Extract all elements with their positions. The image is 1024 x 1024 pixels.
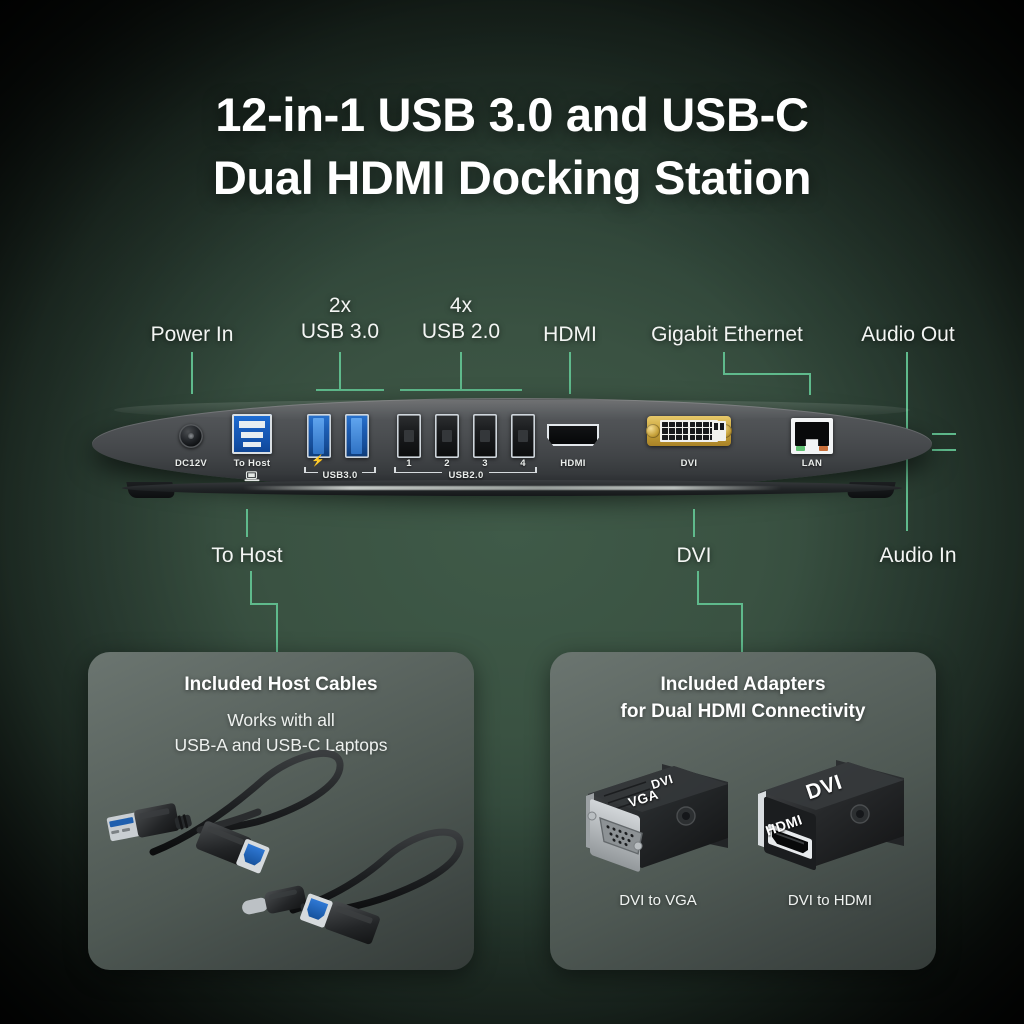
- page-title-line-1: 12-in-1 USB 3.0 and USB-C: [215, 88, 809, 141]
- port-label-usb20: USB2.0: [448, 470, 484, 481]
- leader-line-usb30-bracket: [316, 389, 384, 391]
- leader-line-to-host-jog: [250, 603, 278, 605]
- leader-line-to-host-upper: [246, 509, 248, 537]
- leader-line-hdmi: [569, 352, 571, 394]
- lan-led-green: [796, 446, 805, 451]
- callout-label-audio-out: Audio Out: [861, 322, 954, 348]
- usb-2-port-2: [435, 414, 459, 458]
- callout-audio-out-text: Audio Out: [861, 323, 955, 346]
- leader-line-to-host-drop-2: [276, 603, 278, 655]
- leader-line-lan-drop: [809, 373, 811, 395]
- laptop-icon: [244, 469, 260, 487]
- callout-label-dvi: DVI: [676, 543, 711, 569]
- port-label-to-host: To Host: [233, 458, 271, 469]
- usb-2-port-3: [473, 414, 497, 458]
- callout-label-usb30: 2x USB 3.0: [301, 293, 379, 344]
- leader-line-usb20-bracket: [400, 389, 522, 391]
- callout-label-gigabit-ethernet: Gigabit Ethernet: [651, 322, 803, 348]
- docking-station-device: DC12V To Host ⚡ USB3.0 1 2: [92, 398, 932, 504]
- usb-3-port-2: [345, 414, 369, 458]
- usb2-number-2: 2: [444, 458, 450, 469]
- host-cables-image: [88, 652, 474, 970]
- hdmi-port: [547, 424, 599, 446]
- dvi-screw-left: [646, 424, 660, 438]
- leader-line-audio-in-stub: [932, 449, 956, 451]
- leader-line-lan-stem: [723, 352, 725, 374]
- lan-ethernet-port: [791, 418, 833, 454]
- callout-power-in-text: Power In: [150, 323, 234, 346]
- card-included-host-cables: Included Host Cables Works with all USB-…: [88, 652, 474, 970]
- leader-line-dvi-drop-1: [697, 571, 699, 604]
- callout-label-usb20: 4x USB 2.0: [422, 293, 500, 344]
- leader-line-lan-jog: [723, 373, 811, 375]
- device-bottom-label-strip: [242, 486, 782, 490]
- card-host-cables-sub-1: Works with all: [227, 709, 335, 730]
- callout-hdmi-text: HDMI: [543, 323, 597, 346]
- usb2-number-4: 4: [520, 458, 526, 469]
- port-label-usb30: USB3.0: [322, 470, 358, 481]
- leader-line-audio-in-stem: [906, 449, 908, 531]
- adapter-caption-dvi-to-vga: DVI to VGA: [619, 892, 697, 909]
- card-adapters-heading-2: for Dual HDMI Connectivity: [620, 700, 866, 722]
- callout-label-power-in: Power In: [151, 322, 234, 348]
- leader-line-dvi-upper: [693, 509, 695, 537]
- port-label-dvi: DVI: [680, 458, 698, 469]
- leader-line-dvi-jog: [697, 603, 743, 605]
- card-host-cables-sub-2: USB-A and USB-C Laptops: [174, 735, 388, 756]
- leader-line-usb30-stem: [339, 352, 341, 390]
- power-jack-port: [179, 424, 203, 448]
- card-adapters-heading-1: Included Adapters: [660, 674, 826, 695]
- callout-usb30-text: USB 3.0: [300, 319, 380, 343]
- card-included-adapters: Included Adapters for Dual HDMI Connecti…: [550, 652, 936, 970]
- callout-audio-in-text: Audio In: [879, 544, 957, 567]
- adapter-caption-dvi-to-hdmi: DVI to HDMI: [787, 892, 873, 909]
- port-label-dc12v: DC12V: [174, 458, 208, 469]
- leader-line-audio-out-stem: [906, 352, 908, 434]
- lan-socket: [795, 422, 829, 446]
- callout-gigabit-ethernet-text: Gigabit Ethernet: [651, 323, 803, 346]
- card-host-cables-heading: Included Host Cables: [184, 674, 378, 695]
- callout-label-audio-in: Audio In: [879, 543, 956, 569]
- leader-line-to-host-drop-1: [250, 571, 252, 604]
- usb-b-to-host-port: [232, 414, 272, 454]
- usb-2-port-1: [397, 414, 421, 458]
- callout-to-host-text: To Host: [211, 544, 283, 567]
- callout-dvi-text: DVI: [676, 544, 712, 567]
- port-label-lan: LAN: [801, 458, 823, 469]
- dvi-flat-blade: [712, 421, 726, 441]
- usb-3-port-1: [307, 414, 331, 458]
- page-title: 12-in-1 USB 3.0 and USB-C Dual HDMI Dock…: [0, 84, 1024, 210]
- leader-line-power-in: [191, 352, 193, 394]
- dvi-port: [646, 416, 732, 446]
- callout-usb30-qty: 2x: [328, 294, 352, 317]
- dvi-pin-grid: [660, 420, 718, 442]
- leader-line-usb20-stem: [460, 352, 462, 390]
- port-label-hdmi: HDMI: [560, 458, 586, 469]
- callout-label-hdmi: HDMI: [543, 322, 597, 348]
- lan-led-orange: [819, 446, 828, 451]
- usb2-number-3: 3: [482, 458, 488, 469]
- leader-line-dvi-drop-2: [741, 603, 743, 655]
- callout-usb20-qty: 4x: [449, 294, 473, 317]
- usb2-number-1: 1: [406, 458, 412, 469]
- page-title-line-2: Dual HDMI Docking Station: [212, 150, 812, 204]
- lightning-bolt-icon: ⚡: [311, 455, 325, 467]
- leader-line-audio-out-stub: [932, 433, 956, 435]
- adapter-dvi-to-vga-image: DVI VGA: [578, 760, 738, 880]
- callout-label-to-host: To Host: [211, 543, 282, 569]
- usb-2-port-4: [511, 414, 535, 458]
- adapter-dvi-to-hdmi-image: DVI HDMI: [748, 752, 912, 880]
- callout-usb20-text: USB 2.0: [421, 319, 501, 343]
